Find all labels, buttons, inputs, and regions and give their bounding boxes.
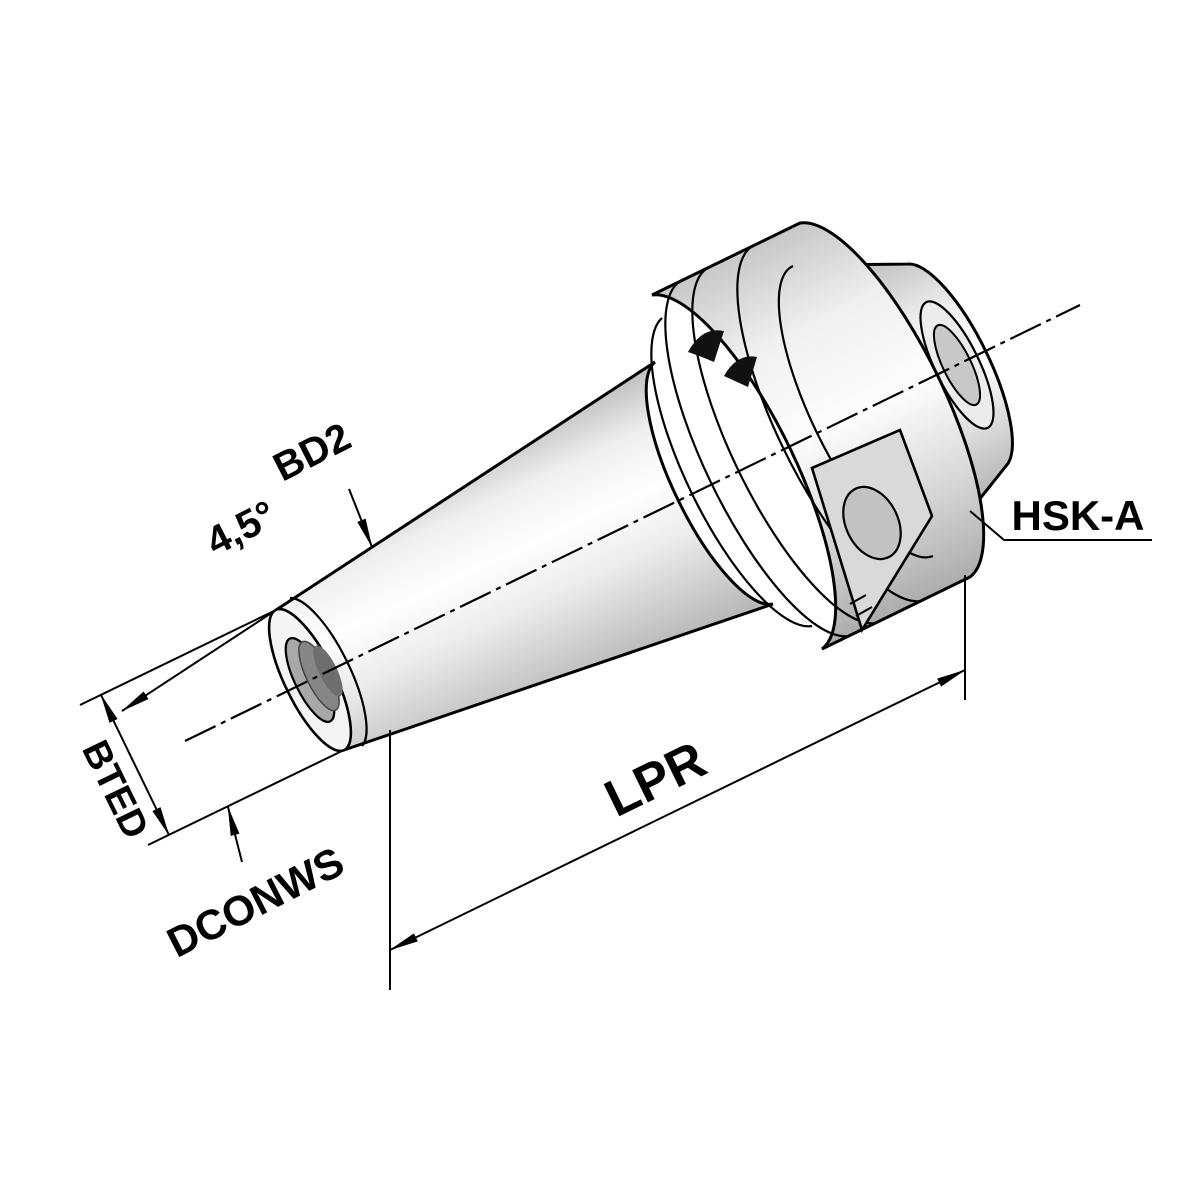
bd2-leader-line [348,488,373,549]
collar-groove-line-2 [691,268,877,625]
collar-groove-line-1 [664,281,850,638]
dconws-leader-line [227,805,243,863]
tool-holder-body [184,221,1081,753]
label-hska: HSK-A [1012,492,1145,539]
bted-dimension-line [100,693,170,837]
taper-angle-arrow-line [120,609,277,712]
label-bd2: BD2 [266,415,357,491]
centerline [184,304,1081,742]
clamp-slot-mark-2 [724,356,757,387]
surface-finish-marks [849,594,873,617]
label-lpr: LPR [596,731,715,829]
nose-taper-body [275,360,774,752]
label-dconws: DCONWS [160,838,352,967]
bted-extension-line-bottom [147,749,345,846]
lpr-dimension-line [388,669,967,951]
hska-leader-underline [969,510,1152,541]
drive-slot-hole [842,485,902,561]
label-taper-angle: 4,5° [199,493,283,565]
label-bted: BTED [73,734,156,845]
bted-extension-line-top [79,609,277,706]
clamp-slot-mark-1 [688,330,724,362]
